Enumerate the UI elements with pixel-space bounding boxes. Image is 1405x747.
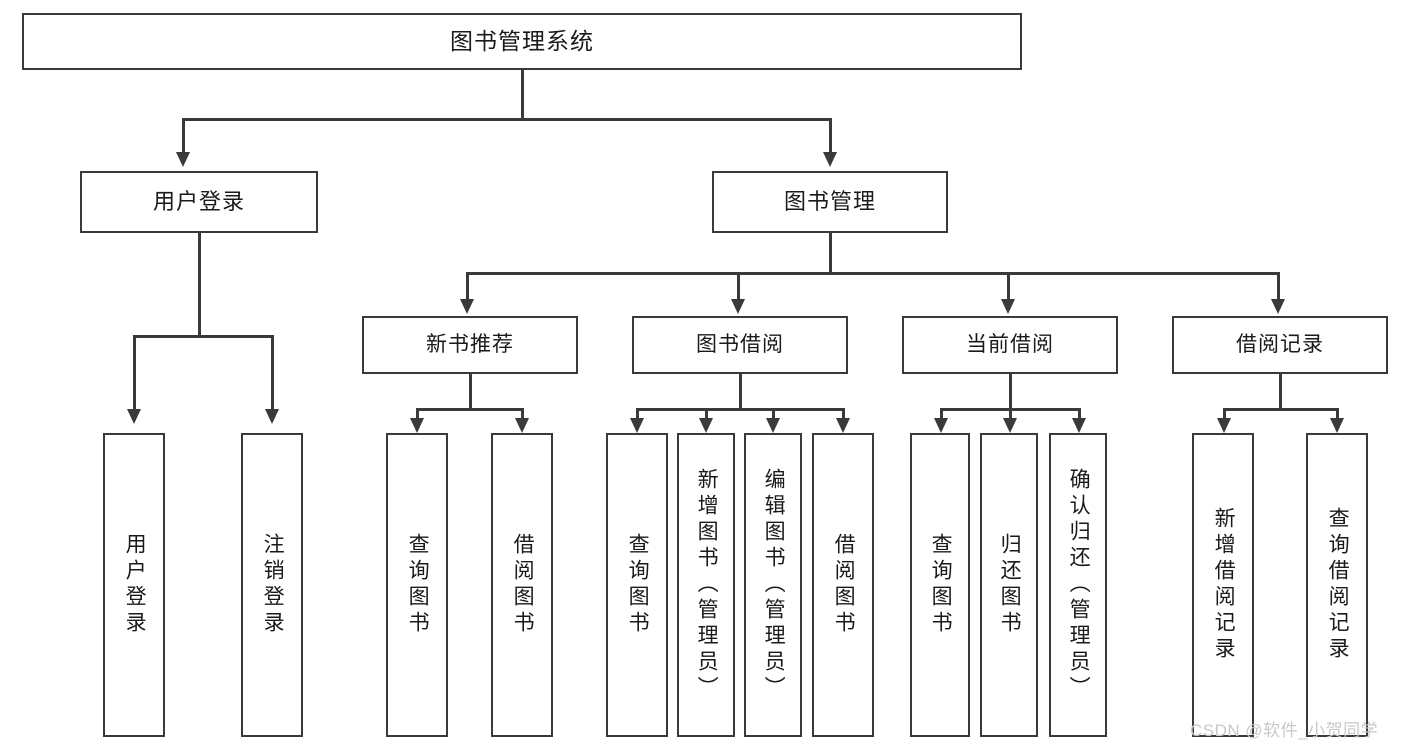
connector-root-bar bbox=[182, 118, 832, 121]
leaf-user-login[interactable]: 用户登录 bbox=[103, 433, 165, 737]
connector-login-to-leaf1 bbox=[133, 335, 136, 410]
node-book-borrowing[interactable]: 图书借阅 bbox=[632, 316, 848, 374]
connector-login-bar bbox=[133, 335, 273, 338]
connector-current-to-leaf1 bbox=[940, 408, 943, 420]
connector-login-to-leaf2 bbox=[271, 335, 274, 410]
connector-records-stem bbox=[1279, 374, 1282, 409]
connector-bookmgmt-to-records bbox=[1277, 272, 1280, 300]
connector-root-stem bbox=[521, 70, 524, 118]
node-root-system[interactable]: 图书管理系统 bbox=[22, 13, 1022, 70]
node-label: 图书借阅 bbox=[696, 332, 784, 356]
arrow-current-to-leaf2 bbox=[1003, 418, 1017, 433]
csdn-watermark: CSDN @软件_小贺同学 bbox=[1190, 721, 1379, 740]
arrow-bookmgmt-to-current bbox=[1001, 299, 1015, 314]
node-label: 用户登录 bbox=[152, 189, 245, 215]
arrow-current-to-leaf3 bbox=[1072, 418, 1086, 433]
node-label: 查询图书 bbox=[406, 533, 430, 637]
node-label: 查询借阅记录 bbox=[1326, 507, 1350, 663]
node-label: 注销登录 bbox=[261, 533, 285, 637]
connector-current-stem bbox=[1009, 374, 1012, 409]
arrow-newbooks-to-leaf2 bbox=[515, 418, 529, 433]
arrow-borrow-to-leaf1 bbox=[630, 418, 644, 433]
connector-records-to-leaf2 bbox=[1336, 408, 1339, 420]
node-label: 归还图书 bbox=[998, 533, 1022, 637]
leaf-borrow-add-book[interactable]: 新增图书（管理员） bbox=[677, 433, 735, 737]
connector-login-stem bbox=[198, 233, 201, 336]
leaf-newbooks-borrow-book[interactable]: 借阅图书 bbox=[491, 433, 553, 737]
node-label: 查询图书 bbox=[929, 533, 953, 637]
arrow-login-to-leaf2 bbox=[265, 409, 279, 424]
connector-borrow-bar bbox=[636, 408, 844, 411]
connector-newbooks-to-leaf2 bbox=[521, 408, 524, 420]
connector-borrow-stem bbox=[739, 374, 742, 409]
connector-newbooks-to-leaf1 bbox=[416, 408, 419, 420]
arrow-login-to-leaf1 bbox=[127, 409, 141, 424]
node-user-login[interactable]: 用户登录 bbox=[80, 171, 318, 233]
leaf-logout[interactable]: 注销登录 bbox=[241, 433, 303, 737]
node-label: 借阅记录 bbox=[1236, 332, 1324, 356]
node-label: 确认归还（管理员） bbox=[1067, 468, 1091, 702]
node-label: 借阅图书 bbox=[511, 533, 535, 637]
connector-current-to-leaf2 bbox=[1009, 408, 1012, 420]
leaf-borrow-edit-book[interactable]: 编辑图书（管理员） bbox=[744, 433, 802, 737]
connector-current-to-leaf3 bbox=[1078, 408, 1081, 420]
node-label: 新增借阅记录 bbox=[1212, 507, 1236, 663]
arrow-records-to-leaf1 bbox=[1217, 418, 1231, 433]
arrow-borrow-to-leaf3 bbox=[766, 418, 780, 433]
connector-records-to-leaf1 bbox=[1223, 408, 1226, 420]
connector-bookmgmt-bar bbox=[466, 272, 1278, 275]
node-borrow-records[interactable]: 借阅记录 bbox=[1172, 316, 1388, 374]
node-label: 新书推荐 bbox=[426, 332, 514, 356]
leaf-current-query-book[interactable]: 查询图书 bbox=[910, 433, 970, 737]
node-label: 当前借阅 bbox=[966, 332, 1054, 356]
leaf-current-return-book[interactable]: 归还图书 bbox=[980, 433, 1038, 737]
arrow-records-to-leaf2 bbox=[1330, 418, 1344, 433]
node-label: 图书管理 bbox=[783, 189, 876, 215]
connector-newbooks-bar bbox=[416, 408, 524, 411]
arrow-borrow-to-leaf2 bbox=[699, 418, 713, 433]
node-label: 编辑图书（管理员） bbox=[762, 468, 786, 702]
connector-borrow-to-leaf2 bbox=[705, 408, 708, 420]
connector-borrow-to-leaf4 bbox=[842, 408, 845, 420]
leaf-borrow-query-book[interactable]: 查询图书 bbox=[606, 433, 668, 737]
connector-root-to-login bbox=[182, 118, 185, 153]
connector-root-to-bookmgmt bbox=[829, 118, 832, 153]
connector-bookmgmt-to-borrow bbox=[737, 272, 740, 300]
node-current-borrowing[interactable]: 当前借阅 bbox=[902, 316, 1118, 374]
arrow-bookmgmt-to-records bbox=[1271, 299, 1285, 314]
connector-borrow-to-leaf3 bbox=[772, 408, 775, 420]
node-label: 查询图书 bbox=[626, 533, 650, 637]
leaf-records-add-record[interactable]: 新增借阅记录 bbox=[1192, 433, 1254, 737]
node-new-book-recommend[interactable]: 新书推荐 bbox=[362, 316, 578, 374]
node-label: 用户登录 bbox=[123, 533, 147, 637]
connector-bookmgmt-to-current bbox=[1007, 272, 1010, 300]
connector-borrow-to-leaf1 bbox=[636, 408, 639, 420]
node-label: 借阅图书 bbox=[832, 533, 856, 637]
arrow-current-to-leaf1 bbox=[934, 418, 948, 433]
node-label: 图书管理系统 bbox=[450, 28, 594, 55]
arrow-root-to-login bbox=[176, 152, 190, 167]
leaf-records-query-record[interactable]: 查询借阅记录 bbox=[1306, 433, 1368, 737]
arrow-bookmgmt-to-newbooks bbox=[460, 299, 474, 314]
connector-records-bar bbox=[1223, 408, 1338, 411]
leaf-borrow-borrow-book[interactable]: 借阅图书 bbox=[812, 433, 874, 737]
arrow-bookmgmt-to-borrow bbox=[731, 299, 745, 314]
node-book-management[interactable]: 图书管理 bbox=[712, 171, 948, 233]
connector-newbooks-stem bbox=[469, 374, 472, 409]
connector-bookmgmt-to-newbooks bbox=[466, 272, 469, 300]
leaf-newbooks-query-book[interactable]: 查询图书 bbox=[386, 433, 448, 737]
connector-bookmgmt-stem bbox=[829, 233, 832, 273]
arrow-root-to-bookmgmt bbox=[823, 152, 837, 167]
leaf-current-confirm-return[interactable]: 确认归还（管理员） bbox=[1049, 433, 1107, 737]
node-label: 新增图书（管理员） bbox=[695, 468, 719, 702]
arrow-borrow-to-leaf4 bbox=[836, 418, 850, 433]
arrow-newbooks-to-leaf1 bbox=[410, 418, 424, 433]
